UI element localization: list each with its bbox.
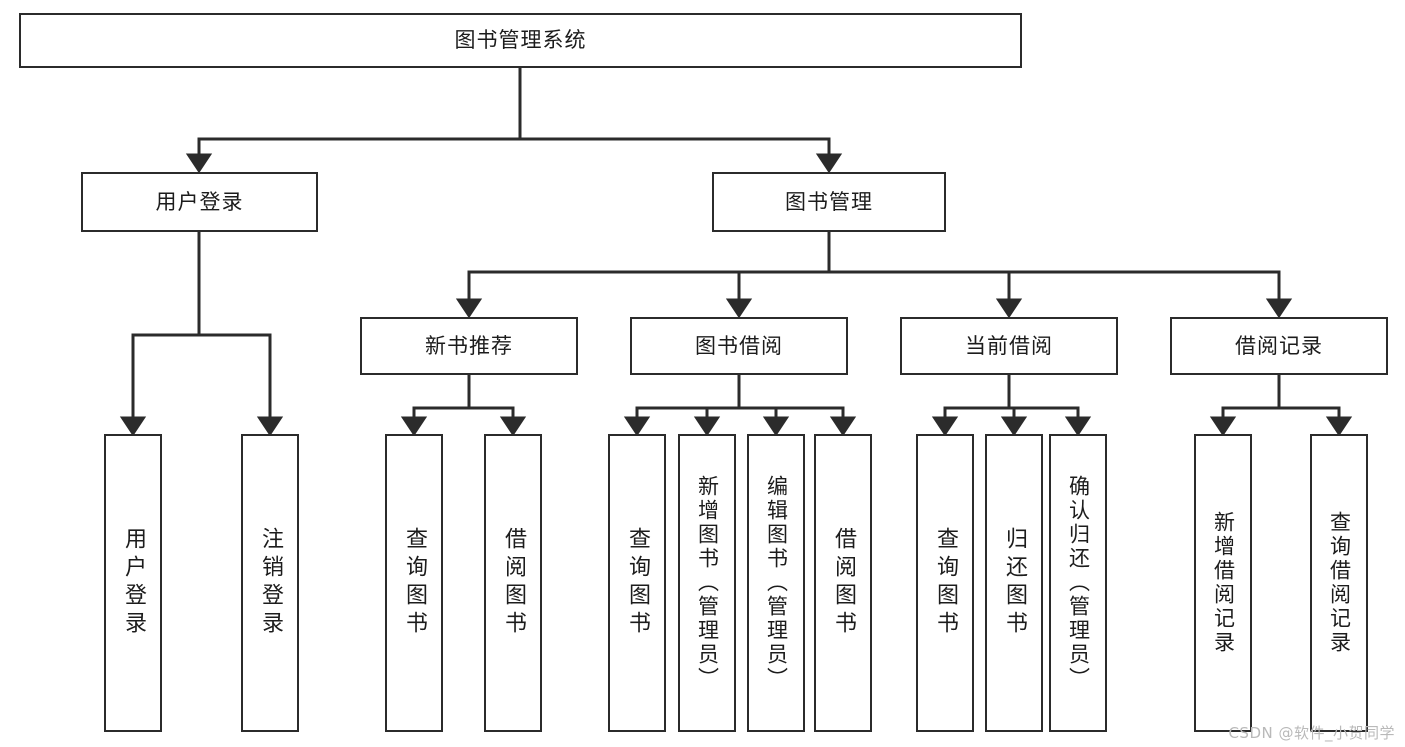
node-leaf-query-book-2[interactable]: 查询图书 (608, 434, 666, 732)
node-borrow-record-label: 借阅记录 (1235, 333, 1323, 358)
node-leaf-edit-book[interactable]: 编辑图书（管理员） (747, 434, 805, 732)
node-leaf-borrow-book-1-label: 借阅图书 (501, 527, 526, 639)
node-book-management-label: 图书管理 (785, 189, 873, 214)
node-leaf-borrow-book-2-label: 借阅图书 (831, 527, 856, 639)
node-book-management[interactable]: 图书管理 (712, 172, 946, 232)
node-leaf-confirm-return-label: 确认归还（管理员） (1066, 475, 1091, 691)
node-book-borrow[interactable]: 图书借阅 (630, 317, 848, 375)
node-leaf-add-book[interactable]: 新增图书（管理员） (678, 434, 736, 732)
node-leaf-borrow-book-1[interactable]: 借阅图书 (484, 434, 542, 732)
node-current-borrow[interactable]: 当前借阅 (900, 317, 1118, 375)
node-leaf-add-record[interactable]: 新增借阅记录 (1194, 434, 1252, 732)
node-current-borrow-label: 当前借阅 (965, 333, 1053, 358)
node-leaf-query-book-2-label: 查询图书 (625, 527, 650, 639)
node-root[interactable]: 图书管理系统 (19, 13, 1022, 68)
node-user-login[interactable]: 用户登录 (81, 172, 318, 232)
node-leaf-add-record-label: 新增借阅记录 (1211, 511, 1236, 655)
node-leaf-user-login-label: 用户登录 (121, 527, 146, 639)
node-leaf-query-book-3-label: 查询图书 (933, 527, 958, 639)
node-leaf-query-book-1-label: 查询图书 (402, 527, 427, 639)
node-user-login-label: 用户登录 (155, 189, 244, 214)
node-leaf-query-book-3[interactable]: 查询图书 (916, 434, 974, 732)
node-new-book-recommend-label: 新书推荐 (425, 333, 513, 358)
node-leaf-user-login[interactable]: 用户登录 (104, 434, 162, 732)
node-book-borrow-label: 图书借阅 (695, 333, 783, 358)
node-new-book-recommend[interactable]: 新书推荐 (360, 317, 578, 375)
node-leaf-confirm-return[interactable]: 确认归还（管理员） (1049, 434, 1107, 732)
node-leaf-return-book-label: 归还图书 (1002, 527, 1027, 639)
node-root-label: 图书管理系统 (454, 28, 587, 52)
watermark: CSDN @软件_小贺同学 (1228, 724, 1395, 742)
node-leaf-return-book[interactable]: 归还图书 (985, 434, 1043, 732)
node-borrow-record[interactable]: 借阅记录 (1170, 317, 1388, 375)
node-leaf-query-book-1[interactable]: 查询图书 (385, 434, 443, 732)
node-leaf-logout-login-label: 注销登录 (258, 527, 283, 639)
node-leaf-query-record[interactable]: 查询借阅记录 (1310, 434, 1368, 732)
node-leaf-borrow-book-2[interactable]: 借阅图书 (814, 434, 872, 732)
node-leaf-query-record-label: 查询借阅记录 (1327, 511, 1352, 655)
node-leaf-logout-login[interactable]: 注销登录 (241, 434, 299, 732)
node-leaf-add-book-label: 新增图书（管理员） (695, 475, 720, 691)
node-leaf-edit-book-label: 编辑图书（管理员） (764, 475, 789, 691)
